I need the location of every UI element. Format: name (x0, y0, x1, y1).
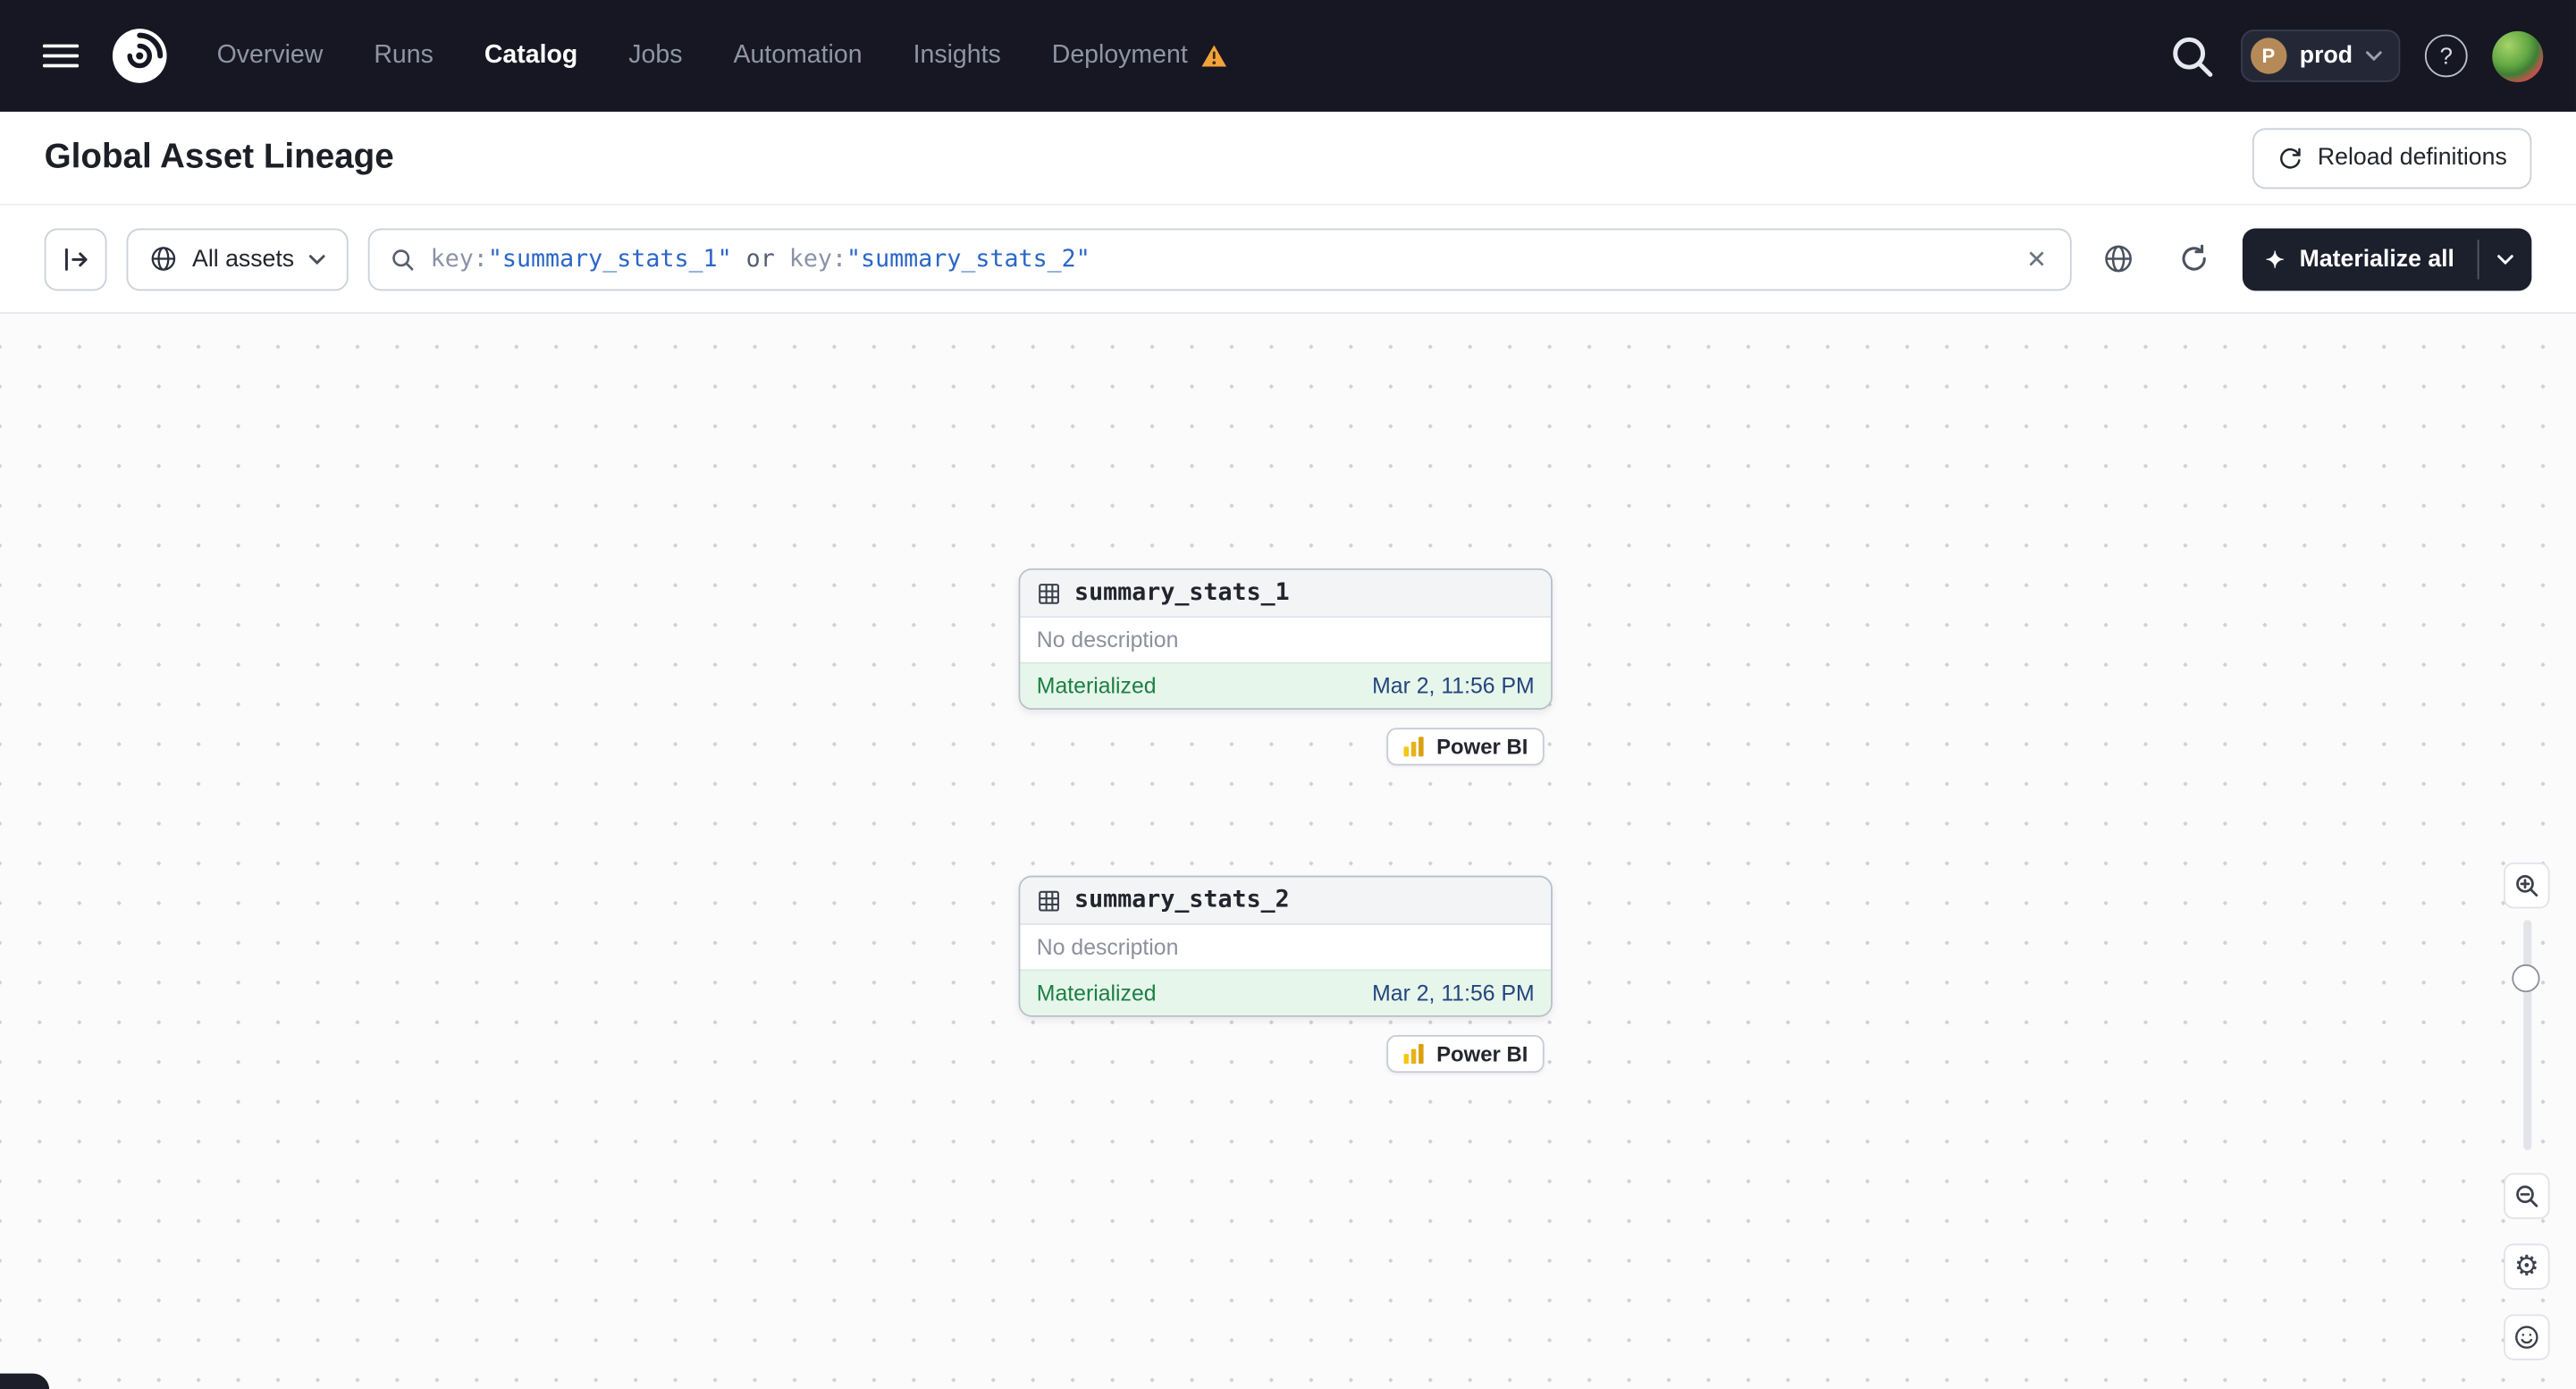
asset-name: summary_stats_1 (1074, 579, 1290, 607)
navbar-right: P prod ? (2167, 29, 2544, 82)
nav-item-insights[interactable]: Insights (913, 41, 1001, 71)
reload-icon (2279, 147, 2301, 169)
refresh-button[interactable] (2167, 231, 2222, 286)
powerbi-icon (1404, 737, 1425, 757)
asset-description: No description (1036, 934, 1179, 960)
status-badge: Materialized (1036, 981, 1157, 1006)
asset-tags-row: Power BI (1019, 728, 1553, 766)
globe-icon (151, 247, 176, 271)
nav-item-label: Automation (733, 40, 863, 70)
query-token: or (731, 245, 789, 273)
zoom-out-button[interactable] (2504, 1173, 2550, 1219)
graph-options-button[interactable] (2092, 231, 2147, 286)
asset-name: summary_stats_2 (1074, 887, 1290, 913)
table-icon (1039, 583, 1059, 603)
zoom-slider-track[interactable] (2523, 920, 2532, 1150)
asset-node-summary-stats-2[interactable]: summary_stats_2 No description Materiali… (1018, 875, 1553, 1017)
query-token: "summary_stats_2" (846, 245, 1090, 273)
nav-links: Overview Runs Catalog Jobs Automation In… (217, 41, 1227, 71)
bottom-panel-toggle[interactable] (0, 1372, 50, 1389)
materialization-timestamp[interactable]: Mar 2, 11:56 PM (1372, 981, 1535, 1006)
materialize-split-button: ✦ Materialize all (2242, 227, 2532, 290)
feedback-button[interactable] (2504, 1314, 2550, 1360)
search-query-text: key:"summary_stats_1" or key:"summary_st… (431, 246, 2008, 272)
zoom-slider-handle[interactable] (2512, 964, 2540, 993)
asset-status-row: Materialized Mar 2, 11:56 PM (1020, 969, 1552, 1015)
refresh-icon (2183, 244, 2207, 271)
materialize-all-button[interactable]: ✦ Materialize all (2243, 228, 2478, 290)
zoom-in-button[interactable] (2504, 862, 2550, 909)
globe-icon (2106, 245, 2133, 273)
nav-item-overview[interactable]: Overview (217, 41, 324, 71)
nav-item-deployment[interactable]: Deployment (1052, 41, 1227, 71)
materialize-dropdown-caret[interactable] (2479, 228, 2532, 290)
query-token: key: (430, 245, 488, 273)
query-token: "summary_stats_1" (487, 245, 732, 273)
lineage-toolbar: All assets key:"summary_stats_1" or key:… (0, 205, 2576, 315)
help-glyph: ? (2439, 42, 2453, 70)
page-title: Global Asset Lineage (44, 138, 394, 176)
toggle-sidebar-button[interactable] (44, 227, 107, 290)
asset-filter-label: All assets (192, 245, 295, 273)
tag-label: Power BI (1436, 734, 1528, 760)
hamburger-menu-icon[interactable] (33, 28, 88, 83)
asset-status-row: Materialized Mar 2, 11:56 PM (1020, 661, 1552, 709)
nav-item-label: Catalog (484, 40, 578, 70)
chevron-down-icon (309, 254, 325, 264)
query-token: key: (788, 245, 847, 273)
user-avatar[interactable] (2492, 30, 2544, 81)
materialization-timestamp[interactable]: Mar 2, 11:56 PM (1372, 673, 1535, 699)
nav-item-automation[interactable]: Automation (733, 41, 862, 71)
nav-item-runs[interactable]: Runs (374, 41, 434, 71)
chevron-down-icon (2497, 254, 2513, 264)
nav-item-label: Overview (216, 40, 324, 70)
help-icon[interactable]: ? (2424, 34, 2468, 78)
nav-item-label: Deployment (1051, 40, 1188, 70)
dagster-logo-icon[interactable] (108, 25, 171, 88)
graph-settings-button[interactable]: ⚙ (2504, 1243, 2550, 1290)
warning-icon (1200, 45, 1226, 68)
search-icon[interactable] (2167, 31, 2216, 80)
asset-description: No description (1036, 627, 1179, 652)
zoom-in-icon (2516, 875, 2538, 897)
nav-item-label: Runs (374, 40, 434, 70)
powerbi-icon (1404, 1044, 1425, 1065)
chevron-down-icon (2366, 51, 2382, 62)
asset-search-input[interactable]: key:"summary_stats_1" or key:"summary_st… (367, 227, 2072, 290)
zoom-out-icon (2516, 1185, 2538, 1208)
nav-item-jobs[interactable]: Jobs (628, 41, 682, 71)
status-badge: Materialized (1036, 673, 1157, 699)
asset-node-header: summary_stats_2 (1020, 877, 1552, 925)
panel-open-icon (64, 247, 88, 270)
tag-label: Power BI (1436, 1041, 1528, 1066)
asset-group-filter[interactable]: All assets (126, 227, 349, 290)
lineage-canvas[interactable]: summary_stats_1 No description Materiali… (0, 314, 2576, 1389)
nav-item-label: Insights (913, 40, 1001, 70)
button-divider (2477, 239, 2479, 279)
reload-label: Reload definitions (2317, 144, 2507, 172)
materialize-label: Materialize all (2299, 245, 2454, 273)
asset-node-summary-stats-1[interactable]: summary_stats_1 No description Materiali… (1018, 568, 1553, 711)
deployment-switcher[interactable]: P prod (2240, 29, 2401, 82)
reload-definitions-button[interactable]: Reload definitions (2252, 127, 2532, 189)
sparkle-icon: ✦ (2265, 245, 2286, 273)
powerbi-tag[interactable]: Power BI (1386, 1034, 1545, 1073)
deployment-avatar: P (2250, 38, 2287, 74)
powerbi-tag[interactable]: Power BI (1386, 728, 1545, 766)
page-header: Global Asset Lineage Reload definitions (0, 111, 2576, 206)
nav-item-catalog[interactable]: Catalog (484, 41, 577, 71)
gear-icon: ⚙ (2513, 1249, 2539, 1283)
table-icon (1039, 889, 1059, 911)
asset-node-header: summary_stats_1 (1020, 569, 1552, 619)
nav-item-label: Jobs (628, 40, 683, 70)
clear-search-icon[interactable]: ✕ (2025, 245, 2048, 274)
top-navbar: Overview Runs Catalog Jobs Automation In… (0, 0, 2576, 112)
deployment-name: prod (2299, 42, 2353, 70)
asset-tags-row: Power BI (1019, 1034, 1553, 1073)
search-icon (392, 248, 414, 270)
smiley-icon (2515, 1326, 2538, 1349)
